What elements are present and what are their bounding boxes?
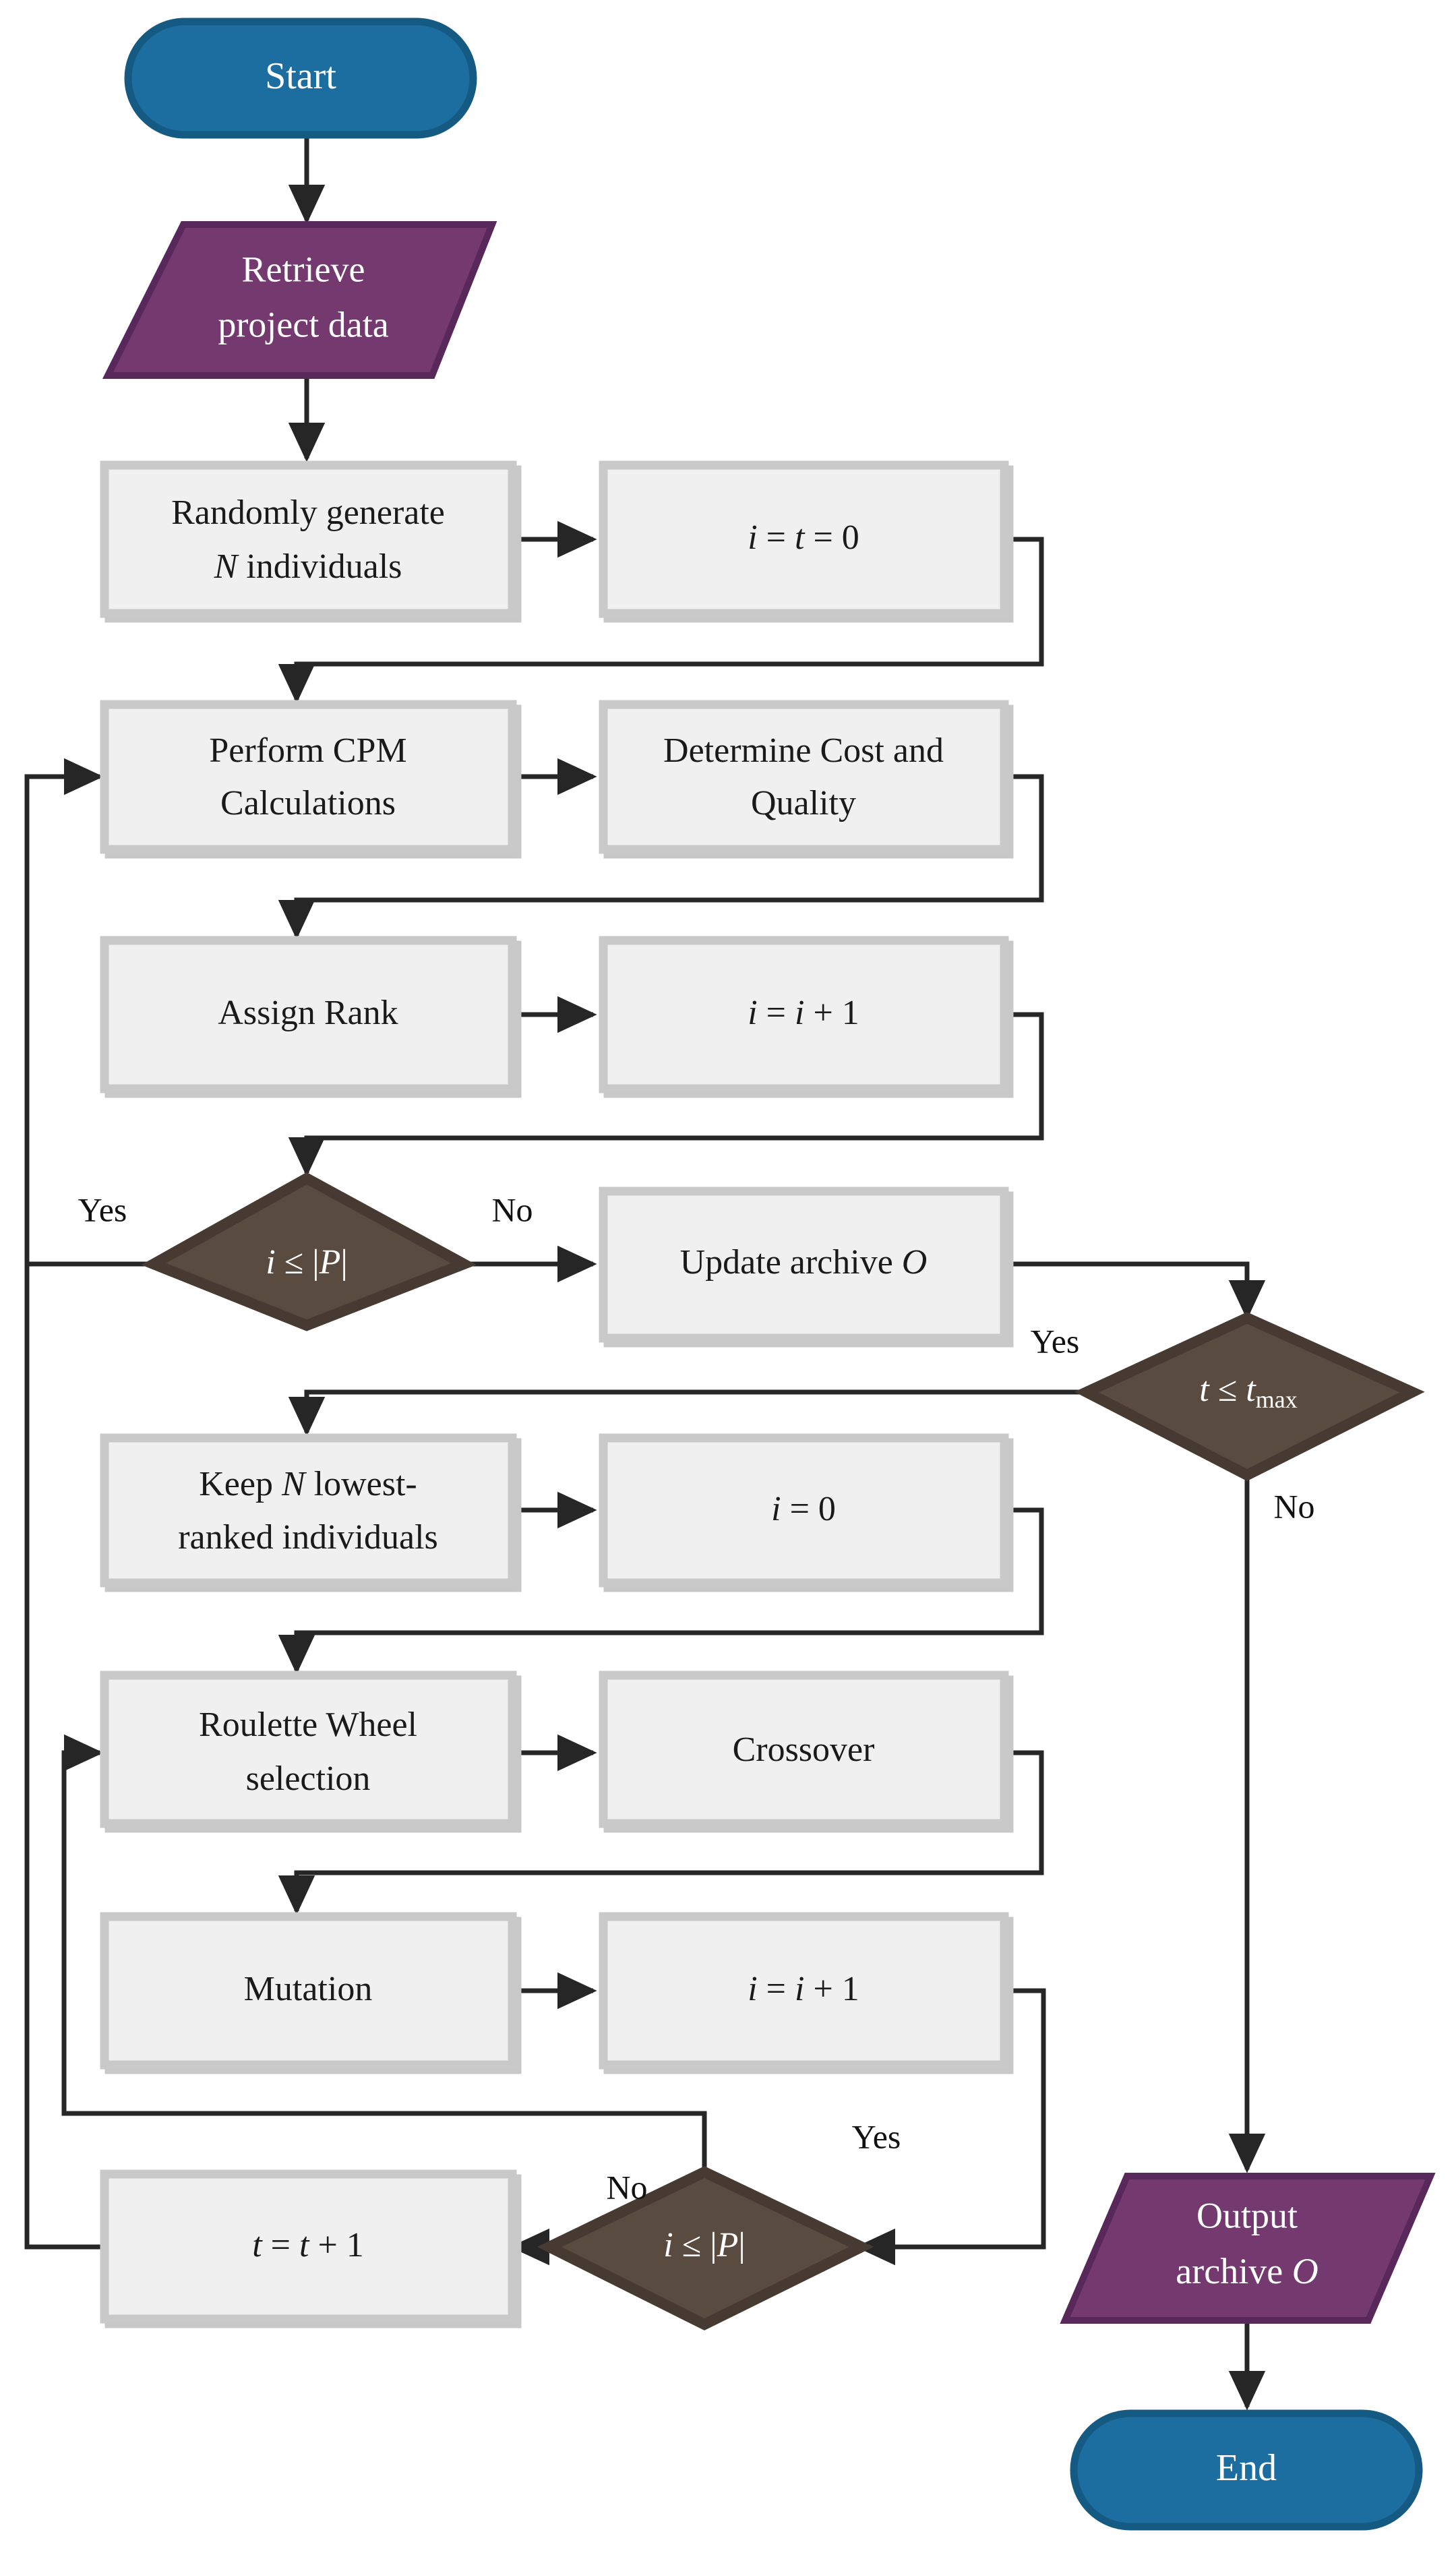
cpm-line1: Perform CPM xyxy=(209,731,406,770)
node-start[interactable]: Start xyxy=(124,18,477,139)
edge-label-yes-tmax: Yes xyxy=(1031,1322,1080,1360)
roulette-line1: Roulette Wheel xyxy=(199,1706,417,1744)
node-randomly-generate[interactable]: Randomly generate N individuals xyxy=(100,460,517,618)
edge-label-no-dec1: No xyxy=(491,1191,533,1228)
decision-tmax-expression: t ≤ tmax xyxy=(1199,1371,1297,1413)
init-expression: i = t = 0 xyxy=(748,518,859,557)
node-increment-i-second[interactable]: i = i + 1 xyxy=(599,1912,1009,2070)
edge-dec2-yes-roulette xyxy=(61,1734,707,2169)
mutation-label: Mutation xyxy=(244,1970,373,2008)
node-crossover[interactable]: Crossover xyxy=(599,1671,1009,1828)
start-label: Start xyxy=(265,55,336,97)
retrieve-line1: Retrieve xyxy=(242,249,365,289)
edge-crossover-mutation xyxy=(278,1750,1044,1915)
keep-line1: Keep N lowest- xyxy=(199,1465,417,1503)
edge-label-no-dec2: No xyxy=(606,2168,647,2206)
node-increment-i-first[interactable]: i = i + 1 xyxy=(599,936,1009,1093)
node-decision-t-le-tmax[interactable]: t ≤ tmax xyxy=(1074,1312,1425,1481)
edge-inc2-dec2 xyxy=(855,1988,1046,2266)
cpm-line2: Calculations xyxy=(220,784,396,822)
edge-inc1-dec1 xyxy=(288,1012,1044,1177)
output-line2: archive O xyxy=(1176,2251,1318,2291)
node-reset-i[interactable]: i = 0 xyxy=(599,1433,1009,1588)
edge-reset-roulette xyxy=(278,1507,1044,1675)
edge-update-tmax xyxy=(1004,1261,1266,1320)
cost-line1: Determine Cost and xyxy=(663,731,944,770)
output-line1: Output xyxy=(1196,2195,1298,2235)
node-increment-t[interactable]: t = t + 1 xyxy=(100,2169,517,2324)
edge-label-yes-dec1: Yes xyxy=(78,1191,127,1228)
edge-label-no-tmax: No xyxy=(1273,1487,1314,1525)
node-init-i-t[interactable]: i = t = 0 xyxy=(599,460,1009,618)
retrieve-line2: project data xyxy=(218,304,388,344)
node-assign-rank[interactable]: Assign Rank xyxy=(100,936,517,1093)
node-keep-lowest-ranked[interactable]: Keep N lowest- ranked individuals xyxy=(100,1433,517,1588)
node-roulette-wheel-selection[interactable]: Roulette Wheel selection xyxy=(100,1671,517,1828)
edge-yes-rail-to-cpm xyxy=(24,758,104,1264)
roulette-line2: selection xyxy=(246,1759,371,1798)
edge-tmax-yes-keep xyxy=(288,1389,1085,1437)
node-retrieve-project-data[interactable]: Retrieve project data xyxy=(102,221,497,379)
crossover-label: Crossover xyxy=(733,1731,875,1769)
cost-line2: Quality xyxy=(751,784,856,822)
generate-line2: N individuals xyxy=(214,547,402,586)
node-decision-i-le-p-first[interactable]: i ≤ |P| xyxy=(141,1172,477,1331)
keep-line2: ranked individuals xyxy=(178,1518,438,1557)
edge-cost-rank xyxy=(278,774,1044,940)
decision2-expression: i ≤ |P| xyxy=(663,2226,746,2264)
update-archive-label: Update archive O xyxy=(680,1243,928,1282)
node-update-archive[interactable]: Update archive O xyxy=(599,1186,1009,1343)
edge-label-yes-dec2: Yes xyxy=(852,2117,901,2155)
decision1-expression: i ≤ |P| xyxy=(266,1243,348,1282)
node-perform-cpm[interactable]: Perform CPM Calculations xyxy=(100,700,517,854)
generate-line1: Randomly generate xyxy=(171,493,445,532)
end-label: End xyxy=(1216,2447,1277,2489)
reset-i-expression: i = 0 xyxy=(771,1490,836,1528)
node-determine-cost-quality[interactable]: Determine Cost and Quality xyxy=(599,700,1009,854)
edge-inct-rail xyxy=(24,1264,104,2250)
inc-i-second-expression: i = i + 1 xyxy=(748,1970,859,2008)
inc-i-first-expression: i = i + 1 xyxy=(748,994,859,1032)
node-output-archive[interactable]: Output archive O xyxy=(1060,2173,1436,2324)
assign-rank-label: Assign Rank xyxy=(218,994,398,1032)
node-mutation[interactable]: Mutation xyxy=(100,1912,517,2070)
connector-layer xyxy=(24,135,1266,2411)
node-decision-i-le-p-second[interactable]: i ≤ |P| xyxy=(537,2166,874,2330)
inc-t-expression: t = t + 1 xyxy=(252,2226,364,2264)
edge-init-cpm xyxy=(278,537,1044,704)
node-end[interactable]: End xyxy=(1070,2409,1423,2531)
